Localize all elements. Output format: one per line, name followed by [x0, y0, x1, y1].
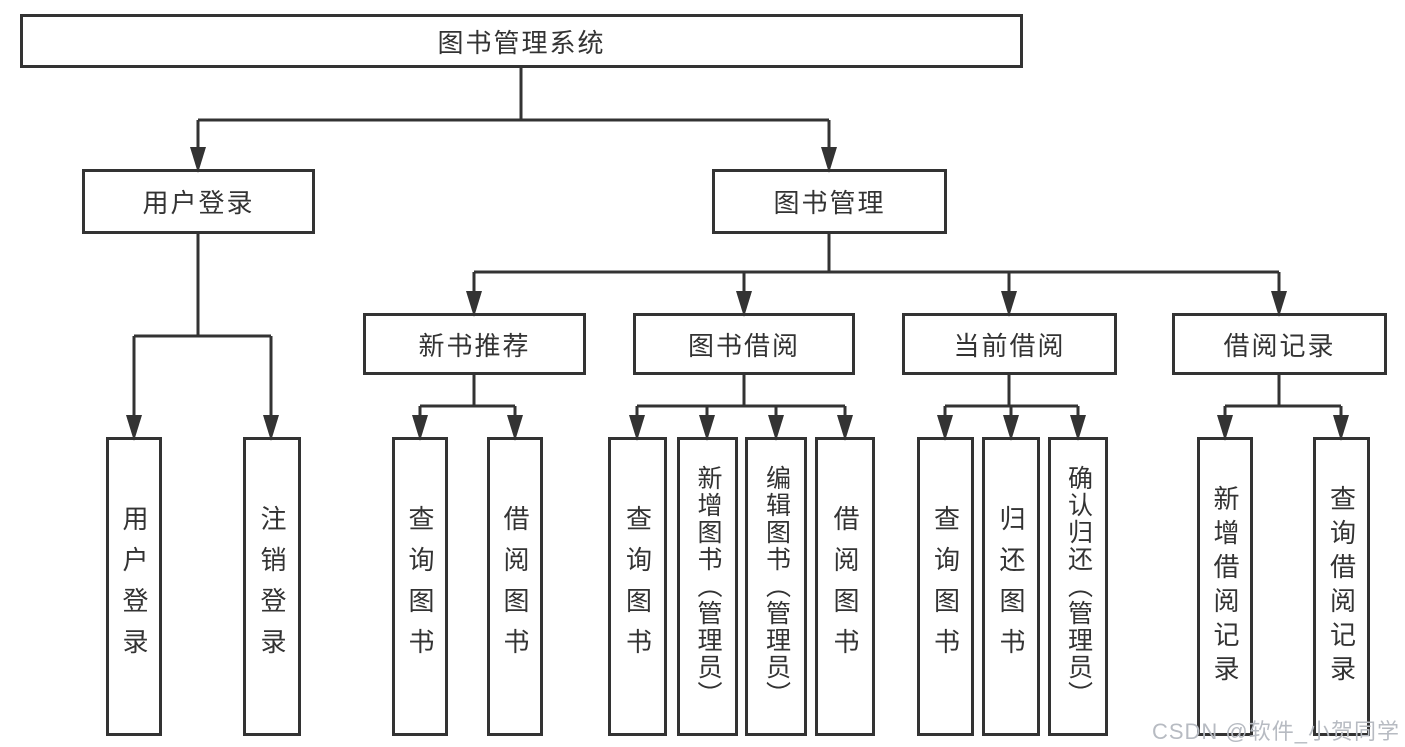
node-new-book-recommend: 新书推荐: [363, 313, 586, 375]
leaf-query-books-newbooks: 查询图书: [392, 437, 448, 736]
node-current-borrowing: 当前借阅: [902, 313, 1117, 375]
leaf-borrow-books-newbooks: 借阅图书: [487, 437, 543, 736]
leaf-query-books-borrowing: 查询图书: [608, 437, 667, 736]
leaf-edit-books-admin: 编辑图书（管理员）: [745, 437, 807, 736]
csdn-watermark: CSDN @软件_小贺同学: [1151, 719, 1400, 744]
leaf-add-books-admin: 新增图书（管理员）: [677, 437, 738, 736]
leaf-return-books: 归还图书: [982, 437, 1040, 736]
node-root: 图书管理系统: [20, 14, 1023, 68]
node-book-borrowing: 图书借阅: [633, 313, 855, 375]
leaf-add-borrow-record: 新增借阅记录: [1197, 437, 1253, 736]
leaf-logout: 注销登录: [243, 437, 301, 736]
node-borrow-records: 借阅记录: [1172, 313, 1387, 375]
leaf-query-books-current: 查询图书: [917, 437, 974, 736]
leaf-borrow-books-borrowing: 借阅图书: [815, 437, 875, 736]
node-user-login: 用户登录: [82, 169, 315, 234]
leaf-query-borrow-record: 查询借阅记录: [1313, 437, 1370, 736]
leaf-confirm-return-admin: 确认归还（管理员）: [1048, 437, 1108, 736]
node-book-management: 图书管理: [712, 169, 947, 234]
leaf-user-login: 用户登录: [106, 437, 162, 736]
